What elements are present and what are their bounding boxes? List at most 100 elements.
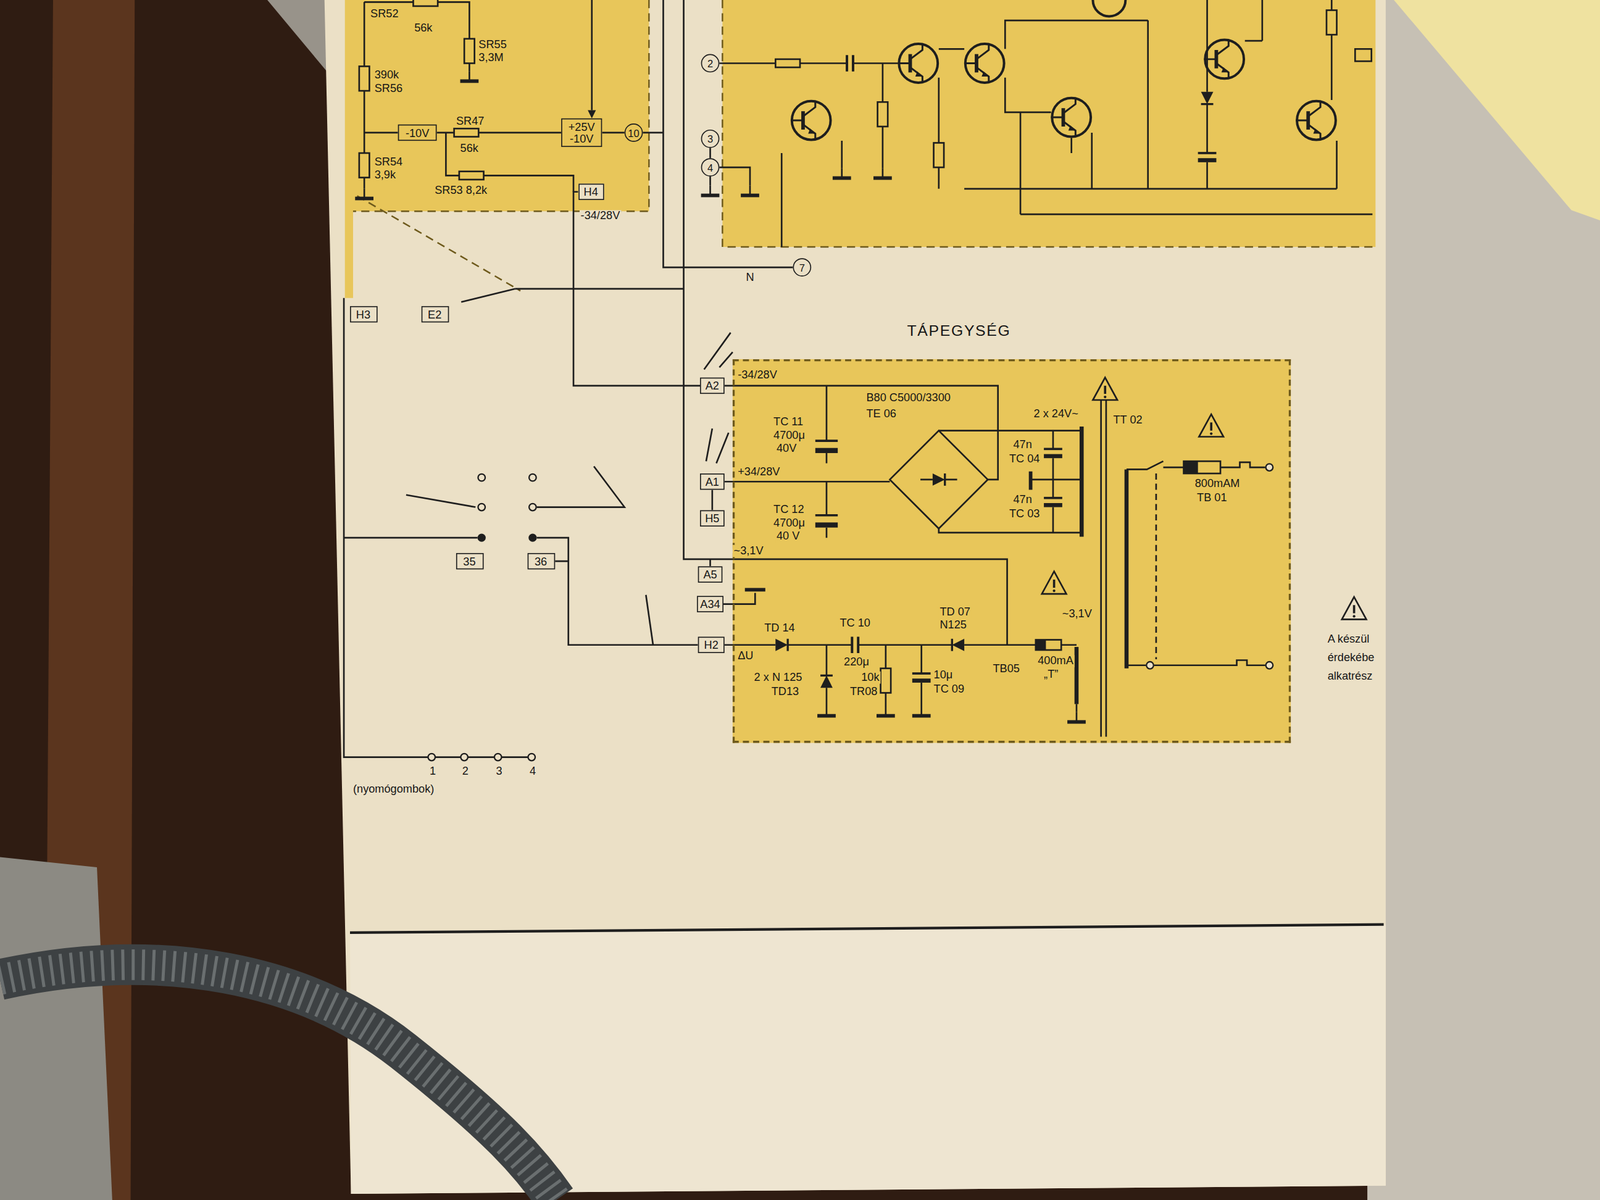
photo-ground [324, 0, 1386, 1194]
component-symbol [1043, 448, 1063, 459]
component-label: TC 09 [932, 683, 966, 696]
terminal-box: A34 [696, 595, 724, 612]
component-symbol [1266, 661, 1274, 670]
wire [645, 595, 654, 646]
section-heading: TÁPEGYSÉG [907, 322, 1012, 339]
terminal-label: -10V [405, 126, 430, 139]
component-label: ΔU [737, 650, 755, 662]
terminal-box: +25V -10V [561, 118, 602, 147]
terminal-label: +25V -10V [566, 120, 597, 146]
component-label: 1 [428, 765, 437, 778]
terminal-box: 36 [527, 553, 555, 570]
component-symbol [898, 43, 938, 83]
component-label: ~3,1V [732, 545, 765, 557]
component-label: 400mA [1037, 654, 1075, 667]
terminal-box: 35 [455, 553, 484, 570]
component-label: SR47 [454, 115, 486, 128]
component-symbol [876, 706, 896, 717]
terminal-label: 7 [799, 261, 805, 273]
component-symbol [477, 474, 486, 482]
component-label: 3 [495, 765, 504, 778]
component-label: TC 12 [772, 504, 805, 517]
wire [1029, 471, 1033, 491]
terminal-box: A2 [700, 377, 725, 394]
component-symbol [1043, 498, 1063, 508]
component-symbol [1146, 661, 1154, 670]
component-label: 56k [412, 22, 434, 34]
component-label: 10μ [932, 669, 954, 681]
component-symbol [464, 38, 475, 64]
component-symbol [740, 185, 760, 196]
component-label: 2 [461, 765, 470, 778]
circuit-panel [732, 359, 1291, 744]
terminal-circle: 3 [701, 129, 720, 149]
component-symbol [454, 128, 480, 137]
component-symbol [873, 168, 892, 179]
component-label: SR55 [477, 38, 509, 51]
component-symbol [354, 188, 374, 199]
photo-ground [267, 0, 329, 74]
component-symbol [964, 43, 1004, 83]
component-label: 56k [459, 142, 480, 155]
wire [364, 1, 574, 192]
terminal-label: 3 [707, 133, 713, 145]
component-symbol [354, 0, 1367, 761]
component-label: 800mAM [1193, 477, 1241, 490]
wire [461, 288, 516, 302]
wire-connector [711, 489, 714, 510]
component-label: TE 06 [865, 408, 898, 420]
component-label: TD13 [770, 685, 800, 698]
terminal-circle: 2 [701, 54, 720, 73]
component-symbol [1295, 101, 1336, 141]
wire [1074, 646, 1080, 705]
wire [745, 588, 766, 592]
wire [704, 332, 733, 464]
component-symbol [1092, 377, 1118, 400]
component-label: 40V [775, 442, 798, 455]
component-symbol [912, 706, 931, 717]
component-label: SR54 [373, 156, 404, 168]
component-symbol [775, 59, 800, 68]
component-label: -34/28V [737, 369, 779, 381]
component-symbol [1201, 91, 1214, 105]
wire [1101, 400, 1107, 738]
terminal-label: H4 [583, 185, 598, 199]
component-symbol [815, 515, 838, 528]
component-label: TB 01 [1195, 491, 1228, 504]
component-symbol [933, 142, 945, 168]
component-symbol [529, 474, 537, 482]
component-symbol [527, 753, 536, 762]
terminal-label: A1 [705, 475, 720, 488]
component-symbol [1341, 596, 1367, 620]
component-label: TC 04 [1008, 453, 1041, 465]
photo-ground [0, 964, 557, 1200]
component-label: SR56 [373, 82, 404, 95]
wire [343, 0, 1373, 758]
wire [1155, 473, 1158, 660]
component-label: TC 10 [838, 617, 872, 630]
terminal-box: H5 [700, 510, 725, 527]
component-symbol [932, 473, 946, 486]
component-symbol [427, 753, 436, 762]
terminal-box: H4 [577, 183, 604, 200]
component-symbol [1204, 39, 1244, 79]
wire [590, 0, 593, 111]
wire [406, 466, 625, 507]
component-symbol [494, 753, 502, 762]
terminal-box: -10V [398, 124, 438, 141]
component-symbol [528, 533, 537, 542]
component-label: TB05 [991, 662, 1021, 675]
component-label: SR52 [369, 8, 400, 20]
terminal-label: 2 [707, 57, 713, 69]
terminal-box: A1 [700, 473, 725, 490]
component-label: 47n [1012, 438, 1034, 451]
component-symbol [880, 668, 892, 694]
terminal-label: 36 [534, 554, 547, 568]
terminal-box: H2 [698, 637, 725, 654]
terminal-label: A5 [703, 568, 717, 581]
component-symbol [359, 66, 370, 91]
component-label: 4700μ [772, 429, 806, 442]
wire [364, 1, 470, 71]
